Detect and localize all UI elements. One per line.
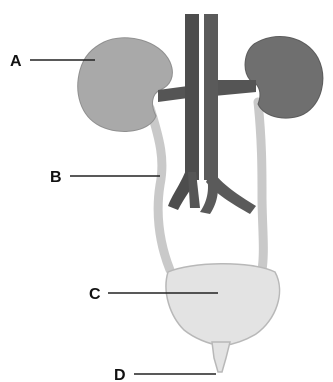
label-c: C bbox=[89, 286, 101, 303]
label-d: D bbox=[114, 367, 126, 382]
left-kidney bbox=[78, 38, 173, 132]
major-blood-vessels bbox=[168, 14, 256, 214]
label-b: B bbox=[50, 169, 62, 186]
left-ureter bbox=[150, 108, 170, 270]
bladder bbox=[166, 264, 280, 346]
right-renal-vessel bbox=[214, 80, 256, 96]
urethra bbox=[212, 342, 230, 372]
right-ureter bbox=[258, 102, 263, 270]
label-a: A bbox=[10, 53, 22, 70]
